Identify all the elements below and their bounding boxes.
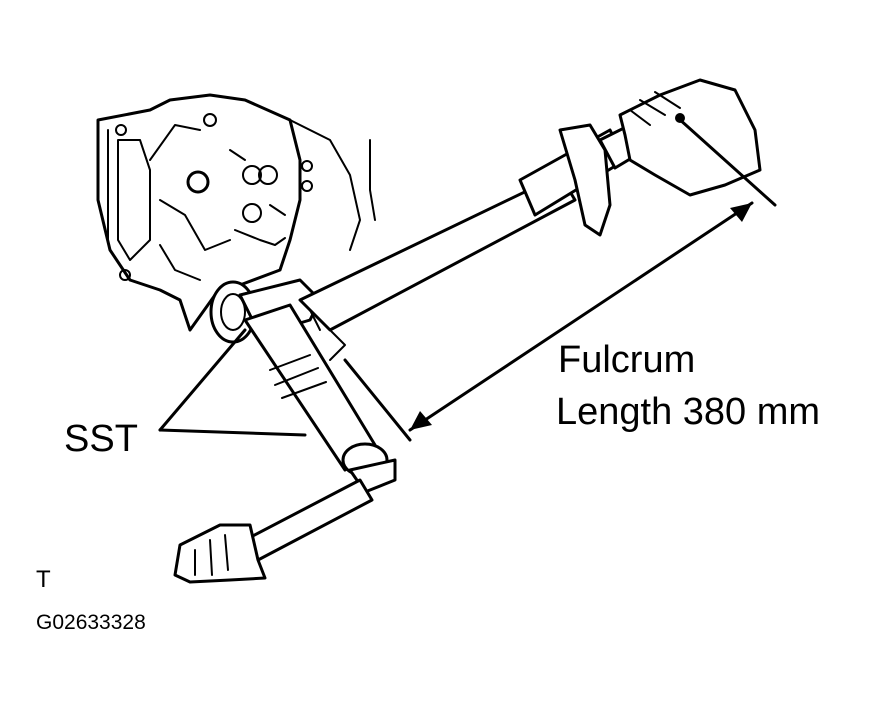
- figure-code: G02633328: [36, 611, 146, 634]
- upper-hand: [618, 78, 762, 197]
- ratchet-handle: [243, 478, 374, 562]
- fulcrum-label: Fulcrum: [558, 339, 695, 381]
- lower-hand: [173, 523, 267, 584]
- transmission-housing: [96, 93, 376, 332]
- sst-socket-assembly: [209, 278, 397, 494]
- torque-wrench-bar: [298, 123, 647, 361]
- fulcrum-length-label: Length 380 mm: [556, 391, 820, 433]
- fulcrum-dimension: [343, 116, 777, 442]
- corner-mark: T: [36, 566, 51, 593]
- sst-leader-lines: [158, 328, 307, 437]
- sst-label: SST: [64, 418, 138, 460]
